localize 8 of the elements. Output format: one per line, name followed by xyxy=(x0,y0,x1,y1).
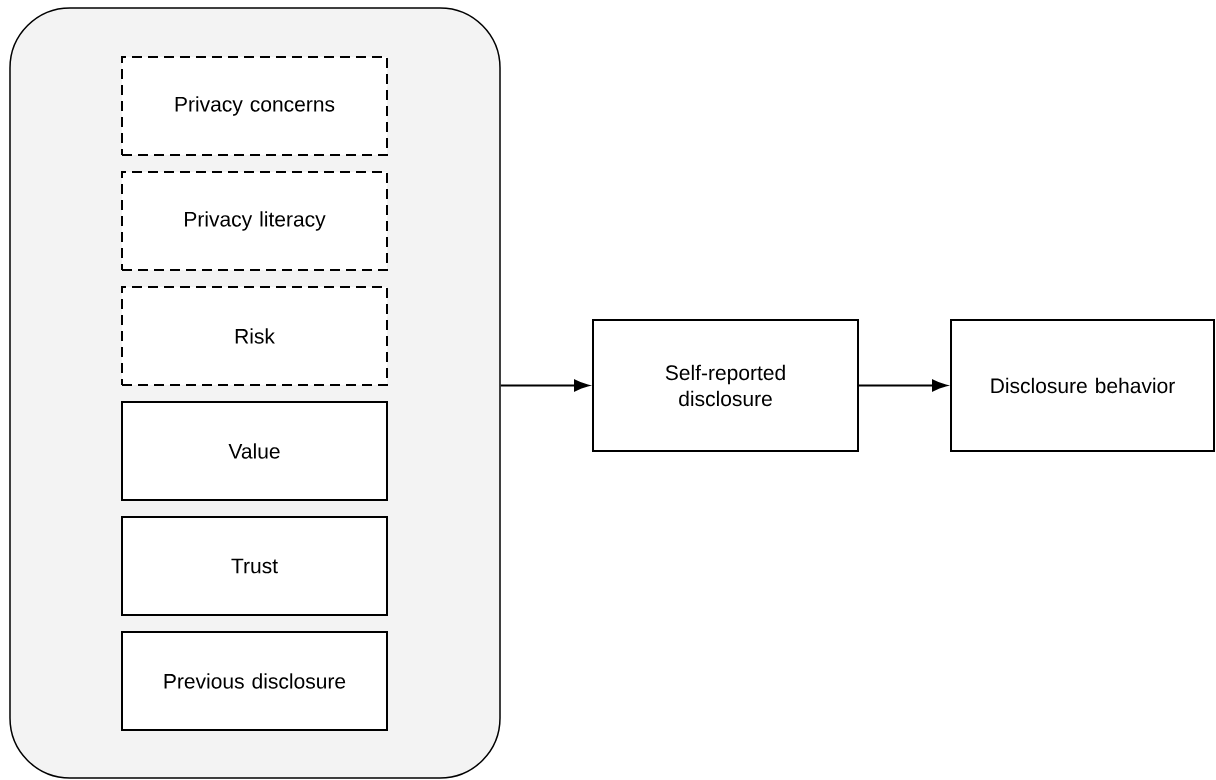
process-box: Trust xyxy=(121,516,388,616)
dashed-box: Privacy literacy xyxy=(121,171,388,271)
process-box: Previous disclosure xyxy=(121,631,388,731)
dashed-box: Privacy concerns xyxy=(121,56,388,156)
process-box: Disclosure behavior xyxy=(950,319,1215,452)
process-box: Self-reported disclosure xyxy=(592,319,859,452)
process-box: Value xyxy=(121,401,388,501)
dashed-box: Risk xyxy=(121,286,388,386)
